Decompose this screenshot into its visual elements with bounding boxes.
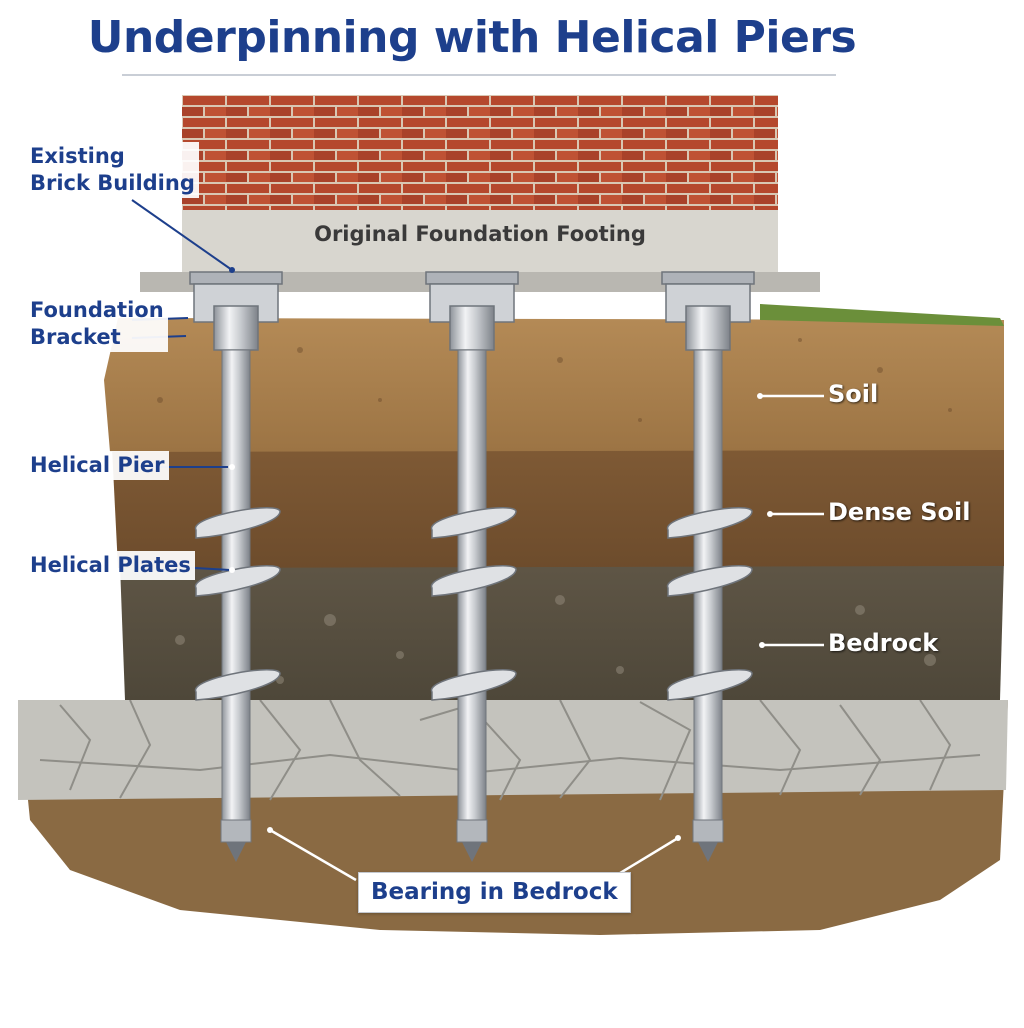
page-title: Underpinning with Helical Piers (87, 12, 857, 63)
pier-tip-collar (456, 819, 488, 843)
bedrock-layer (120, 560, 1004, 700)
helical-plate (667, 565, 753, 597)
helical-plate (195, 669, 281, 701)
pier-tip-collar (692, 819, 724, 843)
helical-plate (431, 565, 517, 597)
foundation-bracket-plate (425, 271, 519, 285)
label-bedrock: Bedrock (828, 629, 939, 657)
pier-shaft (457, 349, 487, 841)
foundation-bracket-plate (189, 271, 283, 285)
leader-dots (229, 267, 773, 841)
label-helical-pier: Helical Pier (26, 451, 169, 480)
foundation-footing (182, 210, 778, 272)
soil-texture (157, 338, 952, 422)
pier-tip (226, 842, 246, 862)
helical-plate (195, 565, 281, 597)
footing-label: Original Foundation Footing (314, 222, 646, 246)
helical-pier (189, 271, 283, 862)
dense-soil-layer (112, 446, 1004, 568)
label-existing-line2: Brick Building (30, 171, 195, 195)
label-existing-line1: Existing (30, 144, 125, 168)
bracket-sleeve (213, 305, 259, 351)
helical-plate (667, 507, 753, 539)
pier-tip-collar (220, 819, 252, 843)
label-bracket-line2: Bracket (30, 325, 121, 349)
stone-layer (18, 700, 1008, 800)
label-bearing-in-bedrock: Bearing in Bedrock (358, 872, 631, 913)
bedrock-texture (175, 595, 936, 684)
helical-plate (431, 669, 517, 701)
helical-plate (431, 507, 517, 539)
label-soil: Soil (828, 380, 879, 408)
helical-plate (195, 507, 281, 539)
label-helical-plates: Helical Plates (26, 551, 195, 580)
helical-plate (667, 669, 753, 701)
helical-pier (661, 271, 755, 862)
label-existing-brick-building: Existing Brick Building (26, 142, 199, 198)
foundation-bracket-plate (661, 271, 755, 285)
label-foundation-bracket: Foundation Bracket (26, 296, 168, 352)
bracket-sleeve (449, 305, 495, 351)
soil-layer (104, 318, 1004, 452)
pier-tip (462, 842, 482, 862)
grass-strip (760, 304, 1004, 326)
helical-pier (425, 271, 519, 862)
bracket-sleeve (685, 305, 731, 351)
brick-wall (182, 95, 778, 210)
helical-piers (189, 271, 755, 862)
pier-shaft (693, 349, 723, 841)
pier-shaft (221, 349, 251, 841)
label-bracket-line1: Foundation (30, 298, 164, 322)
title-divider (122, 74, 836, 76)
leader-lines-right (269, 394, 824, 886)
pier-tip (698, 842, 718, 862)
label-dense-soil: Dense Soil (828, 498, 971, 526)
